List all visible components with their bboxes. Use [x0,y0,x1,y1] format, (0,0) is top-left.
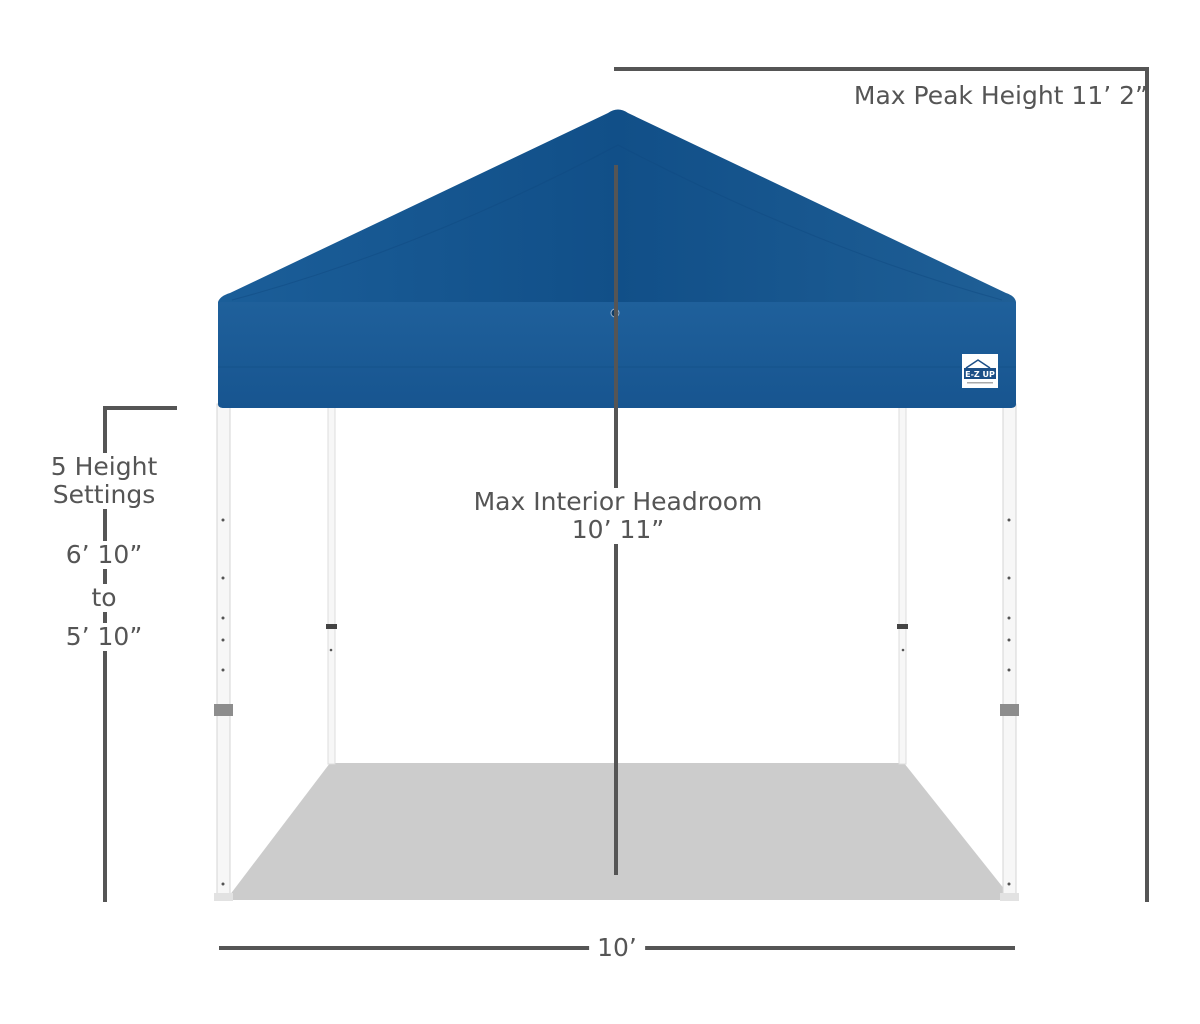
height-settings-dimension [103,406,177,902]
headroom-label: Max Interior Headroom 10’ 11” [467,487,769,544]
brand-logo: E-Z UP [965,370,995,379]
headroom-label-title: Max Interior Headroom [473,487,763,516]
height-settings-label-line2: Settings [52,480,156,509]
height-range-to: to [87,584,121,612]
width-label: 10’ [589,934,645,962]
headroom-label-value: 10’ 11” [571,515,665,544]
height-settings-label-line1: 5 Height [50,452,158,481]
brand-tag: E-Z UP [962,354,998,388]
height-range-max: 6’ 10” [61,541,147,569]
height-range-min: 5’ 10” [61,623,147,651]
canopy-floor [226,763,1013,900]
peak-height-label: Max Peak Height 11’ 2” [853,81,1148,110]
roof-seam [231,144,1003,301]
height-settings-label: 5 Height Settings [48,452,160,509]
peak-height-dimension [614,67,1149,902]
